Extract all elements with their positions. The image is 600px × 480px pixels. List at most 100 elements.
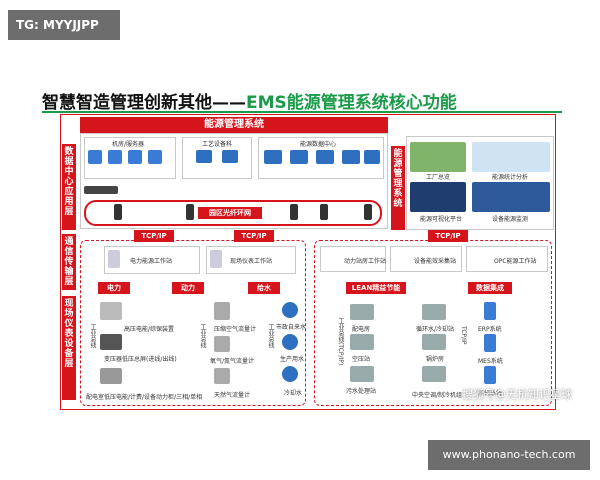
bus-label-2: 工业总线	[199, 324, 206, 348]
meter-icon	[100, 302, 122, 320]
power-item-2: 变压器低压总屏(进线/出线)	[104, 356, 177, 363]
server-icon	[108, 150, 122, 164]
station-right-1-label: 动力站房工作站	[344, 258, 387, 265]
server-icon	[148, 150, 162, 164]
server-box-label-3: 能源数据中心	[300, 141, 337, 148]
category-water: 给水	[248, 282, 280, 294]
meter-icon	[100, 334, 122, 350]
side-label-data-center: 数据中心应用层	[62, 144, 76, 230]
bus-label-5: TCP/IP	[460, 326, 467, 345]
ems-label-4: 设备能源监测	[492, 216, 529, 223]
monitor-icon	[364, 150, 380, 164]
server-icon	[484, 302, 496, 320]
server-box-2	[182, 137, 252, 179]
tcpip-tag-2: TCP/IP	[234, 230, 274, 242]
switch-icon	[84, 186, 118, 194]
server-box-label-2: 工艺设备科	[202, 141, 233, 148]
tcpip-tag-3: TCP/IP	[428, 230, 468, 242]
station-right-1	[320, 246, 386, 272]
room-icon	[350, 366, 374, 382]
room-icon	[350, 304, 374, 320]
server-icon	[88, 150, 102, 164]
room-icon	[422, 334, 446, 350]
server-icon	[128, 150, 142, 164]
steam-item-3: 天然气流量计	[214, 392, 251, 399]
power-item-3: 配电室低压电能/计费/设备动力柜/三相/单相	[86, 394, 203, 401]
flowmeter-icon	[214, 368, 230, 384]
meter-icon	[100, 368, 122, 384]
side-label-ems: 能源管理系统	[391, 146, 405, 230]
switch-icon	[320, 204, 328, 220]
lean-item-2: 空压站	[352, 356, 371, 363]
title-right: EMS能源管理系统核心功能	[246, 93, 457, 113]
water-item-1: 市政自来水	[276, 324, 307, 331]
page-title: 智慧智造管理创新其他——EMS能源管理系统核心功能	[42, 88, 457, 113]
data-item-1: ERP系统	[478, 326, 502, 333]
data-item-3: 其他系统	[478, 390, 503, 397]
room-icon	[422, 366, 446, 382]
switch-icon	[186, 204, 194, 220]
title-separator: ——	[212, 93, 246, 113]
watermeter-icon	[282, 302, 298, 318]
flowmeter-icon	[214, 302, 230, 320]
water-item-2: 生产用水	[280, 356, 305, 363]
ems-label-1: 工厂总览	[426, 174, 451, 181]
monitor-icon	[222, 150, 238, 163]
station-left-1	[104, 246, 200, 274]
lean-item2-1: 循环水/冷却站	[416, 326, 455, 333]
flowmeter-icon	[214, 336, 230, 352]
power-item-1: 高压电能/综保装置	[124, 326, 175, 333]
watermeter-icon	[282, 366, 298, 382]
ems-label-2: 能源统计分析	[492, 174, 529, 181]
dashboard-image	[410, 182, 466, 212]
monitor-icon	[316, 150, 334, 164]
data-item-2: MES系统	[478, 358, 503, 365]
category-data: 数据集成	[468, 282, 512, 294]
station-right-2	[390, 246, 462, 272]
room-icon	[350, 334, 374, 350]
monitor-icon	[264, 150, 282, 164]
watermeter-icon	[282, 334, 298, 350]
water-item-3: 冷却水	[284, 390, 303, 397]
station-right-3	[466, 246, 548, 272]
watermark-text: 搜狐号@无杭知识星球	[462, 388, 572, 401]
station-right-2-label: 设备能效采集站	[414, 258, 457, 265]
dashboard-image	[472, 182, 550, 212]
bus-label-1: 工业总线	[89, 324, 96, 348]
chart-image	[472, 142, 550, 172]
monitor-icon	[290, 150, 308, 164]
monitor-icon	[342, 150, 360, 164]
server-icon	[484, 334, 496, 352]
lean-item-3: 污水处理站	[346, 388, 377, 395]
side-label-transport: 通信传输层	[62, 234, 76, 290]
steam-item-2: 氧气/氮气流量计	[210, 358, 255, 365]
lean-item2-2: 锅炉房	[426, 356, 445, 363]
switch-icon	[290, 204, 298, 220]
watermark-url: www.phonano-tech.com	[428, 440, 590, 470]
category-steam: 动力	[172, 282, 204, 294]
side-label-field: 现场仪表设备层	[62, 296, 76, 400]
category-power: 电力	[98, 282, 130, 294]
server-box-label-1: 机房/服务器	[112, 141, 145, 148]
station-icon	[210, 250, 222, 268]
bus-label-3: 工业总线	[267, 324, 274, 348]
switch-icon	[364, 204, 372, 220]
room-icon	[422, 304, 446, 320]
tag-label: TG: MYYJJPP	[8, 10, 120, 40]
tcpip-tag-1: TCP/IP	[134, 230, 174, 242]
ring-label: 园区光纤环网	[198, 207, 262, 219]
lean-item2-3: 中央空调/制冷机组	[412, 392, 463, 399]
right-field-group	[314, 240, 552, 406]
ems-label-3: 能源可视化平台	[420, 216, 463, 223]
station-icon	[108, 250, 120, 268]
station-left-2-label: 现场仪表工作站	[230, 258, 273, 265]
title-underline	[42, 111, 562, 113]
switch-icon	[114, 204, 122, 220]
station-right-3-label: OPC能源工作站	[494, 258, 537, 265]
monitor-icon	[196, 150, 212, 163]
category-lean: LEAN精益节能	[346, 282, 406, 294]
station-left-1-label: 电力能源工作站	[130, 258, 173, 265]
top-panel-title: 能源管理系统	[80, 117, 388, 133]
factory-photo	[410, 142, 466, 172]
server-icon	[484, 366, 496, 384]
